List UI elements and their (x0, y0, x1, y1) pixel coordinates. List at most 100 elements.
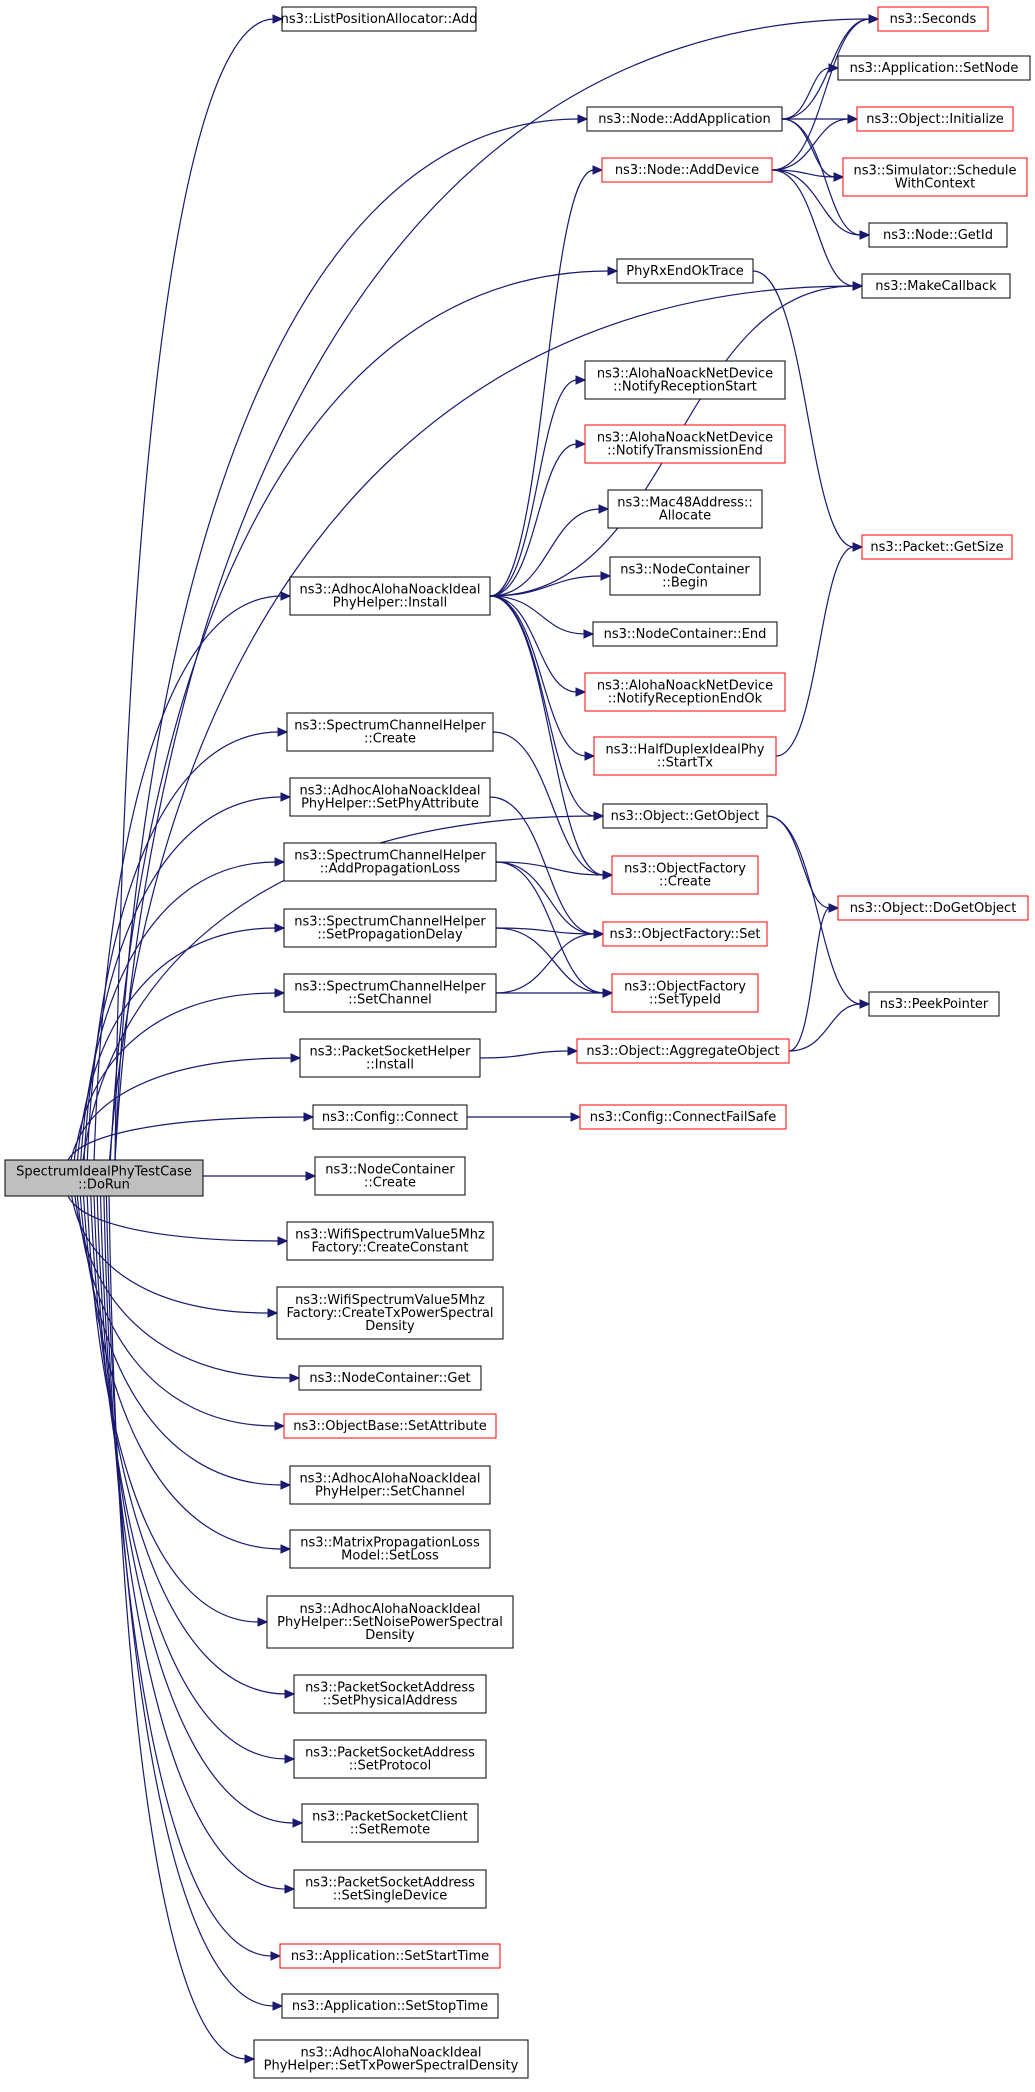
node-box-psc_setremote[interactable] (301, 1803, 479, 1843)
node-node_addapp[interactable]: ns3::Node::AddApplication (586, 106, 783, 132)
node-lpa_add[interactable]: ns3::ListPositionAllocator::Add (281, 6, 478, 32)
node-box-nc_get[interactable] (298, 1365, 482, 1391)
node-box-sch_setchannel[interactable] (283, 973, 497, 1013)
node-box-ob_setattr[interactable] (283, 1413, 497, 1439)
node-anm_nrs[interactable]: ns3::AlohaNoackNetDevice::NotifyReceptio… (584, 360, 786, 400)
node-box-node_addapp[interactable] (586, 106, 783, 132)
node-box-node_getid[interactable] (868, 222, 1008, 248)
node-box-node_adddev[interactable] (601, 157, 773, 183)
node-psa_setsingle[interactable]: ns3::PacketSocketAddress::SetSingleDevic… (293, 1869, 487, 1909)
node-box-mac48[interactable] (607, 489, 763, 529)
node-root[interactable]: SpectrumIdealPhyTestCase::DoRun (4, 1159, 204, 1197)
node-box-psa_setproto[interactable] (293, 1739, 487, 1779)
node-anm_nreo[interactable]: ns3::AlohaNoackNetDevice::NotifyReceptio… (584, 672, 786, 712)
node-psa_setproto[interactable]: ns3::PacketSocketAddress::SetProtocol (293, 1739, 487, 1779)
node-box-sch_setpropdelay[interactable] (283, 908, 497, 948)
node-nc_begin[interactable]: ns3::NodeContainer::Begin (609, 556, 761, 596)
node-of_settypeid[interactable]: ns3::ObjectFactory::SetTypeId (611, 973, 759, 1013)
node-box-peekpointer[interactable] (868, 991, 1000, 1017)
node-box-anm_nreo[interactable] (584, 672, 786, 712)
node-box-helper_settxpsd[interactable] (253, 2039, 529, 2079)
node-box-app_setstart[interactable] (279, 1943, 501, 1969)
node-box-obj_dogetobject[interactable] (837, 895, 1029, 921)
node-obj_getobject[interactable]: ns3::Object::GetObject (602, 803, 768, 829)
node-box-mplm_setloss[interactable] (289, 1529, 491, 1569)
node-box-of_set[interactable] (602, 921, 768, 947)
node-helper_install[interactable]: ns3::AdhocAlohaNoackIdealPhyHelper::Inst… (289, 576, 491, 616)
node-box-nc_create[interactable] (314, 1156, 466, 1196)
node-box-anm_nrs[interactable] (584, 360, 786, 400)
node-box-helper_install[interactable] (289, 576, 491, 616)
node-box-lpa_add[interactable] (281, 6, 477, 32)
node-nc_get[interactable]: ns3::NodeContainer::Get (298, 1365, 482, 1391)
node-box-anm_nte[interactable] (584, 424, 786, 464)
node-cfg_connectfs[interactable]: ns3::Config::ConnectFailSafe (579, 1104, 787, 1130)
node-nc_create[interactable]: ns3::NodeContainer::Create (314, 1156, 466, 1196)
node-sch_create[interactable]: ns3::SpectrumChannelHelper::Create (286, 712, 494, 752)
node-box-hdip_starttx[interactable] (593, 736, 777, 776)
node-box-psa_setsingle[interactable] (293, 1869, 487, 1909)
node-box-cfg_connect[interactable] (312, 1104, 468, 1130)
node-pkt_getsize[interactable]: ns3::Packet::GetSize (861, 534, 1013, 560)
node-obj_dogetobject[interactable]: ns3::Object::DoGetObject (837, 895, 1029, 921)
node-box-makecb[interactable] (861, 273, 1011, 299)
node-helper_setchannel[interactable]: ns3::AdhocAlohaNoackIdealPhyHelper::SetC… (289, 1465, 491, 1505)
node-box-of_create[interactable] (611, 855, 759, 895)
node-box-helper_setchannel[interactable] (289, 1465, 491, 1505)
node-app_setnode[interactable]: ns3::Application::SetNode (837, 55, 1031, 81)
node-box-psa_setphys[interactable] (293, 1674, 487, 1714)
node-seconds[interactable]: ns3::Seconds (877, 6, 989, 32)
node-box-helper_setnpsd[interactable] (266, 1595, 514, 1649)
node-mac48[interactable]: ns3::Mac48Address::Allocate (607, 489, 763, 529)
node-box-psh_install[interactable] (299, 1038, 481, 1078)
node-phyrx[interactable]: PhyRxEndOkTrace (616, 258, 754, 284)
node-box-helper_setphyattr[interactable] (289, 777, 491, 817)
node-of_create[interactable]: ns3::ObjectFactory::Create (611, 855, 759, 895)
node-psh_install[interactable]: ns3::PacketSocketHelper::Install (299, 1038, 481, 1078)
node-node_adddev[interactable]: ns3::Node::AddDevice (601, 157, 773, 183)
node-box-of_settypeid[interactable] (611, 973, 759, 1013)
node-box-pkt_getsize[interactable] (861, 534, 1013, 560)
node-box-seconds[interactable] (877, 6, 989, 32)
node-hdip_starttx[interactable]: ns3::HalfDuplexIdealPhy::StartTx (593, 736, 777, 776)
node-box-nc_end[interactable] (592, 621, 778, 647)
node-ob_setattr[interactable]: ns3::ObjectBase::SetAttribute (283, 1413, 497, 1439)
node-psa_setphys[interactable]: ns3::PacketSocketAddress::SetPhysicalAdd… (293, 1674, 487, 1714)
node-app_setstop[interactable]: ns3::Application::SetStopTime (281, 1993, 499, 2019)
node-makecb[interactable]: ns3::MakeCallback (861, 273, 1011, 299)
node-helper_settxpsd[interactable]: ns3::AdhocAlohaNoackIdealPhyHelper::SetT… (253, 2039, 529, 2079)
node-box-app_setstop[interactable] (281, 1993, 499, 2019)
node-box-obj_getobject[interactable] (602, 803, 768, 829)
node-node_getid[interactable]: ns3::Node::GetId (868, 222, 1008, 248)
node-box-obj_aggregate[interactable] (576, 1038, 790, 1064)
node-sch_setchannel[interactable]: ns3::SpectrumChannelHelper::SetChannel (283, 973, 497, 1013)
node-obj_init[interactable]: ns3::Object::Initialize (856, 106, 1014, 132)
node-psc_setremote[interactable]: ns3::PacketSocketClient::SetRemote (301, 1803, 479, 1843)
node-anm_nte[interactable]: ns3::AlohaNoackNetDevice::NotifyTransmis… (584, 424, 786, 464)
node-wsv_const[interactable]: ns3::WifiSpectrumValue5MhzFactory::Creat… (286, 1221, 494, 1261)
node-box-sch_addprop[interactable] (283, 842, 497, 882)
node-obj_aggregate[interactable]: ns3::Object::AggregateObject (576, 1038, 790, 1064)
node-nc_end[interactable]: ns3::NodeContainer::End (592, 621, 778, 647)
node-box-root[interactable] (4, 1159, 204, 1197)
node-box-wsv_const[interactable] (286, 1221, 494, 1261)
node-sch_setpropdelay[interactable]: ns3::SpectrumChannelHelper::SetPropagati… (283, 908, 497, 948)
node-box-wsv_txpsd[interactable] (276, 1286, 504, 1340)
node-app_setstart[interactable]: ns3::Application::SetStartTime (279, 1943, 501, 1969)
node-box-sch_create[interactable] (286, 712, 494, 752)
node-box-nc_begin[interactable] (609, 556, 761, 596)
node-peekpointer[interactable]: ns3::PeekPointer (868, 991, 1000, 1017)
node-sch_addprop[interactable]: ns3::SpectrumChannelHelper::AddPropagati… (283, 842, 497, 882)
node-wsv_txpsd[interactable]: ns3::WifiSpectrumValue5MhzFactory::Creat… (276, 1286, 504, 1340)
node-box-app_setnode[interactable] (837, 55, 1031, 81)
node-cfg_connect[interactable]: ns3::Config::Connect (312, 1104, 468, 1130)
node-helper_setnpsd[interactable]: ns3::AdhocAlohaNoackIdealPhyHelper::SetN… (266, 1595, 514, 1649)
node-box-phyrx[interactable] (616, 258, 754, 284)
node-of_set[interactable]: ns3::ObjectFactory::Set (602, 921, 768, 947)
node-box-sim_sched[interactable] (842, 157, 1028, 197)
node-box-cfg_connectfs[interactable] (579, 1104, 787, 1130)
node-helper_setphyattr[interactable]: ns3::AdhocAlohaNoackIdealPhyHelper::SetP… (289, 777, 491, 817)
node-box-obj_init[interactable] (856, 106, 1014, 132)
